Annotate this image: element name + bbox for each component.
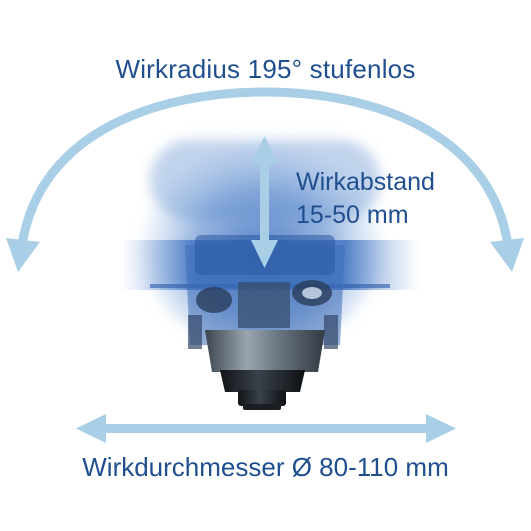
bottom-fitting — [238, 390, 286, 406]
diameter-arrow-shaft — [96, 424, 436, 433]
radius-arrowhead-left — [6, 238, 40, 272]
distance-arrowhead-bottom — [251, 240, 278, 268]
radius-arrowhead-right — [490, 238, 524, 272]
distance-value-label: 15-50 mm — [296, 201, 409, 229]
distance-label: Wirkabstand — [296, 168, 435, 196]
radius-arc-arrow — [6, 87, 524, 272]
distance-arrow — [251, 136, 278, 268]
diameter-label: Wirkdurchmesser Ø 80-110 mm — [82, 452, 449, 482]
left-nozzle — [196, 287, 232, 313]
diameter-arrowhead-right — [426, 414, 456, 443]
right-nozzle-tip — [302, 287, 322, 299]
hex-nut — [220, 370, 305, 392]
metal-collar — [205, 330, 325, 372]
radius-arc — [17, 87, 513, 250]
bottom-fitting-ring — [243, 404, 281, 410]
radius-label: Wirkradius 195° stufenlos — [115, 54, 416, 84]
center-block — [238, 282, 290, 328]
device-illustration — [120, 140, 420, 410]
diameter-arrow — [76, 414, 456, 443]
distance-arrowhead-top — [251, 136, 278, 164]
distance-arrow-shaft — [260, 155, 269, 251]
side-post-left — [188, 315, 202, 349]
side-post-right — [324, 315, 338, 349]
diameter-arrowhead-left — [76, 414, 106, 443]
